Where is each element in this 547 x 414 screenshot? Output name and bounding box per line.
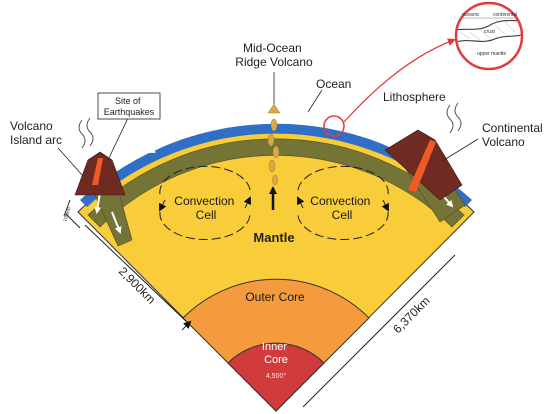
ridge-peak — [267, 103, 281, 114]
earthquakes-leader — [107, 117, 129, 161]
inner-core-temp-label: 4,500° — [266, 372, 287, 380]
earthquakes-label: Site of Earthquakes — [104, 96, 155, 117]
inner-core-label: Inner Core — [262, 341, 290, 366]
mid-ocean-ridge-label: Mid-Ocean Ridge Volcano — [235, 41, 313, 69]
convection-right-label: Convection Cell — [310, 194, 373, 222]
earth-radius-label: 6,370km — [390, 294, 432, 336]
ridge-magma — [267, 118, 280, 186]
convection-cell-left — [159, 165, 251, 240]
inset-upper-mantle-label: upper mantle — [477, 51, 506, 57]
mantle-label: Mantle — [253, 230, 294, 245]
crust-thickness-label: 100km — [62, 206, 72, 222]
inset-oceanic-label: oceanic — [462, 12, 480, 18]
continental-magma — [408, 140, 436, 192]
lithosphere-highlight — [323, 115, 345, 137]
inner-core — [227, 342, 325, 412]
inset-crust-label: crust — [484, 29, 495, 35]
continental-leader — [443, 138, 479, 161]
continental-volcano-label: Continental Volcano — [482, 121, 546, 149]
outer-core-label: Outer Core — [245, 290, 305, 304]
convection-left-label: Convection Cell — [174, 194, 237, 222]
lithosphere-label: Lithosphere — [383, 90, 446, 104]
ocean-layer — [80, 123, 472, 207]
convection-cell-right — [297, 165, 389, 240]
inset-continental-label: continental — [493, 12, 517, 18]
ocean-leader — [307, 89, 323, 113]
dimension-lines — [63, 199, 456, 408]
smoke-icon — [78, 102, 462, 149]
volcano-island-arc-label: Volcano Island arc — [10, 119, 62, 147]
ocean-label: Ocean — [316, 77, 351, 91]
island-arc-magma — [92, 158, 103, 185]
lithosphere-red-leader — [343, 38, 456, 123]
lithosphere-inset — [454, 1, 524, 71]
earthquakes-label-box — [97, 92, 161, 120]
island-arc-leader — [57, 147, 84, 177]
